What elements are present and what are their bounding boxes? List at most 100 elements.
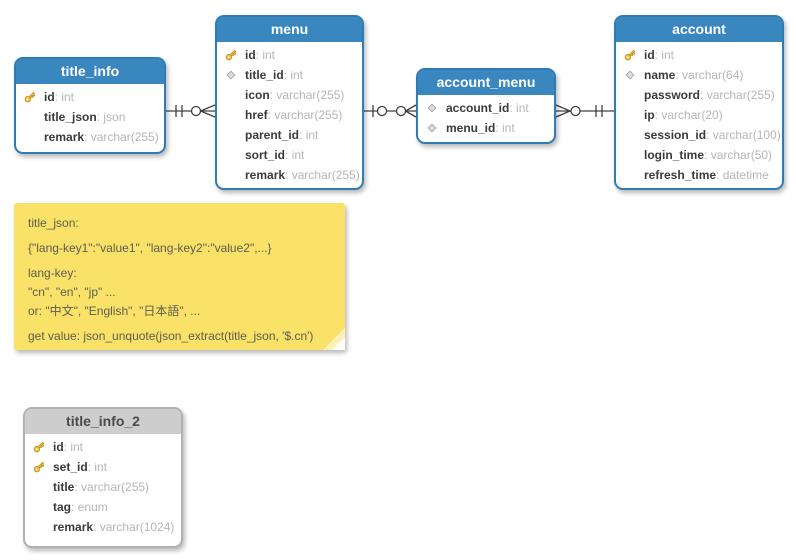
field-name: login_time bbox=[644, 148, 705, 162]
field-name: id bbox=[644, 48, 655, 62]
field-type: enum bbox=[77, 500, 108, 514]
field-separator: : bbox=[509, 101, 517, 115]
field-type: int bbox=[61, 90, 75, 104]
field-name: set_id bbox=[53, 460, 88, 474]
foreign-key-icon bbox=[623, 68, 644, 82]
field-separator: : bbox=[267, 108, 275, 122]
table-header[interactable]: account_menu bbox=[418, 70, 554, 95]
field-row[interactable]: remark: varchar(1024) bbox=[25, 517, 181, 537]
field-separator: : bbox=[299, 128, 306, 142]
field-separator: : bbox=[675, 68, 683, 82]
field-row[interactable]: id: int bbox=[25, 437, 181, 457]
field-type: varchar(255) bbox=[90, 130, 159, 144]
field-row[interactable]: session_id: varchar(100) bbox=[616, 125, 782, 145]
primary-key-icon bbox=[32, 440, 53, 454]
field-row[interactable]: href: varchar(255) bbox=[217, 105, 362, 125]
cardinality-zero-circle bbox=[570, 105, 581, 117]
field-type: varchar(1024) bbox=[99, 520, 175, 534]
field-separator: : bbox=[87, 460, 95, 474]
note-line: lang-key: bbox=[28, 266, 77, 280]
crow-foot-many bbox=[405, 104, 417, 118]
foreign-key-icon bbox=[224, 68, 245, 82]
field-row[interactable]: password: varchar(255) bbox=[616, 85, 782, 105]
primary-key-icon bbox=[32, 460, 53, 474]
folded-corner-icon bbox=[323, 328, 345, 350]
relationship-title-info-menu[interactable] bbox=[166, 96, 216, 126]
field-type: json bbox=[103, 110, 126, 124]
cardinality-zero-circle bbox=[376, 105, 388, 117]
field-row[interactable]: ip: varchar(20) bbox=[616, 105, 782, 125]
field-row[interactable]: name: varchar(64) bbox=[616, 65, 782, 85]
field-type: varchar(255) bbox=[706, 88, 775, 102]
field-row[interactable]: title_json: json bbox=[16, 107, 164, 127]
field-separator: : bbox=[285, 168, 292, 182]
table-header[interactable]: menu bbox=[217, 17, 362, 42]
field-name: name bbox=[644, 68, 676, 82]
field-row[interactable]: tag: enum bbox=[25, 497, 181, 517]
field-row[interactable]: parent_id: int bbox=[217, 125, 362, 145]
note-line: {"lang-key1":"value1", "lang-key2":"valu… bbox=[28, 241, 272, 255]
field-name: remark bbox=[44, 130, 85, 144]
field-row[interactable]: account_id: int bbox=[418, 98, 554, 118]
table-header[interactable]: account bbox=[616, 17, 782, 42]
field-separator: : bbox=[704, 148, 711, 162]
field-separator: : bbox=[54, 90, 62, 104]
field-separator: : bbox=[84, 130, 91, 144]
field-name: id bbox=[44, 90, 55, 104]
field-name: parent_id bbox=[245, 128, 300, 142]
table-header[interactable]: title_info bbox=[16, 59, 164, 84]
table-header[interactable]: title_info_2 bbox=[25, 409, 181, 434]
field-type: varchar(64) bbox=[682, 68, 744, 82]
field-name: id bbox=[53, 440, 64, 454]
field-row[interactable]: id: int bbox=[616, 45, 782, 65]
field-row[interactable]: login_time: varchar(50) bbox=[616, 145, 782, 165]
field-type: varchar(255) bbox=[276, 88, 345, 102]
field-row[interactable]: remark: varchar(255) bbox=[16, 127, 164, 147]
field-type: int bbox=[661, 48, 675, 62]
field-separator: : bbox=[706, 128, 713, 142]
field-row[interactable]: icon: varchar(255) bbox=[217, 85, 362, 105]
field-name: id bbox=[245, 48, 256, 62]
field-row[interactable]: menu_id: int bbox=[418, 118, 554, 138]
field-type: int bbox=[291, 148, 305, 162]
cardinality-zero-circle bbox=[190, 105, 202, 117]
field-name: sort_id bbox=[245, 148, 286, 162]
field-row[interactable]: set_id: int bbox=[25, 457, 181, 477]
foreign-key-icon bbox=[425, 121, 446, 135]
relationship-menu-account-menu[interactable] bbox=[364, 96, 417, 126]
crow-foot-many bbox=[200, 104, 216, 118]
field-row[interactable]: id: int bbox=[217, 45, 362, 65]
field-type: varchar(20) bbox=[661, 108, 723, 122]
field-row[interactable]: title_id: int bbox=[217, 65, 362, 85]
sticky-note[interactable]: title_json: {"lang-key1":"value1", "lang… bbox=[14, 203, 345, 350]
relationship-account-menu-account[interactable] bbox=[555, 96, 614, 126]
field-separator: : bbox=[96, 110, 104, 124]
field-separator: : bbox=[269, 88, 277, 102]
field-type: varchar(255) bbox=[81, 480, 150, 494]
crow-foot-many bbox=[555, 104, 571, 118]
field-type: int bbox=[502, 121, 515, 135]
field-separator: : bbox=[700, 88, 707, 102]
field-row[interactable]: id: int bbox=[16, 87, 164, 107]
field-separator: : bbox=[285, 148, 292, 162]
field-type: varchar(255) bbox=[274, 108, 343, 122]
note-line: get value: json_unquote(json_extract(tit… bbox=[28, 329, 314, 343]
field-name: title bbox=[53, 480, 75, 494]
field-name: title_json bbox=[44, 110, 97, 124]
field-row[interactable]: sort_id: int bbox=[217, 145, 362, 165]
field-row[interactable]: refresh_time: datetime bbox=[616, 165, 782, 185]
field-name: menu_id bbox=[446, 121, 496, 135]
field-row[interactable]: remark: varchar(255) bbox=[217, 165, 362, 185]
field-separator: : bbox=[93, 520, 100, 534]
field-name: remark bbox=[245, 168, 286, 182]
field-row[interactable]: title: varchar(255) bbox=[25, 477, 181, 497]
